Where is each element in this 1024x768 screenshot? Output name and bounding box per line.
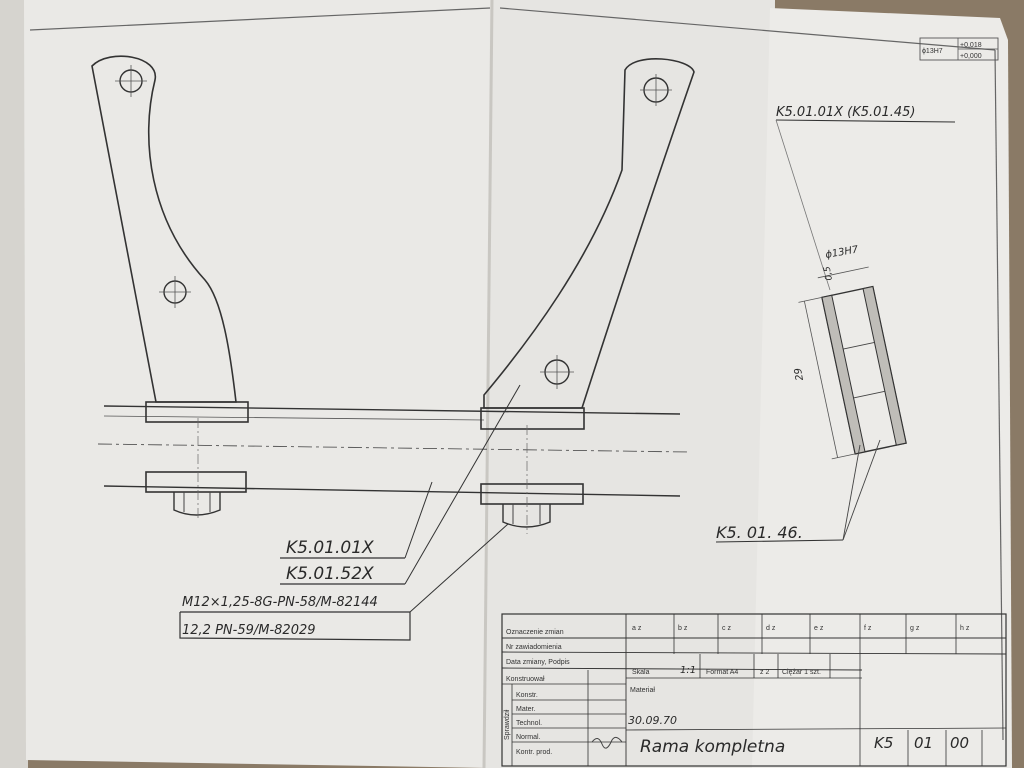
right-page — [484, 0, 775, 768]
nut-icon — [502, 504, 551, 528]
svg-text:Skala: Skala — [632, 669, 650, 676]
svg-text:Mater.: Mater. — [516, 706, 536, 713]
left-bracket-arm — [91, 55, 237, 403]
sleeve-detail — [798, 266, 907, 460]
svg-text:a z: a z — [632, 625, 642, 632]
tube-bottom-edge — [103, 485, 681, 497]
bolt-spec-label: M12×1,25-8G-PN-58/M-82144 — [182, 595, 378, 610]
frame-border-top-left — [29, 7, 491, 31]
tube-centerline — [97, 443, 691, 453]
svg-text:Sprawdził: Sprawdził — [504, 709, 511, 740]
drawing-date: 30.09.70 — [628, 714, 677, 727]
svg-text:Normal.: Normal. — [516, 734, 541, 741]
notice-header: Nr zawiadomienia — [506, 644, 562, 651]
svg-text:z 2: z 2 — [760, 669, 769, 676]
left-top-plate — [145, 401, 249, 423]
frame-border-right — [994, 49, 1004, 741]
svg-text:ϕ13H7: ϕ13H7 — [922, 48, 943, 55]
left-page — [24, 0, 495, 768]
svg-text:h z: h z — [960, 625, 970, 632]
svg-text:e z: e z — [814, 625, 824, 632]
svg-text:+0,000: +0,000 — [960, 53, 982, 60]
svg-text:Kontr. prod.: Kontr. prod. — [516, 749, 552, 756]
sleeve-header-label: K5.01.01X (K5.01.45) — [776, 105, 915, 120]
svg-text:+0,018: +0,018 — [960, 42, 982, 49]
svg-text:Konstr.: Konstr. — [516, 692, 538, 699]
drawing-number-part-2: 01 — [914, 734, 933, 752]
svg-text:d z: d z — [766, 625, 776, 632]
svg-text:c z: c z — [722, 625, 731, 632]
signature-icon — [591, 736, 623, 749]
changes-header: Oznaczenie zmian — [506, 629, 564, 636]
left-bottom-plate — [145, 471, 247, 493]
svg-text:Format A4: Format A4 — [706, 669, 738, 676]
svg-text:g z: g z — [910, 625, 920, 632]
right-bracket-arm — [483, 58, 695, 409]
length-dimension-label: 29 — [793, 367, 806, 381]
title-block: Oznaczenie zmian Nr zawiadomienia Data z… — [501, 613, 1007, 767]
book-left-edge — [0, 0, 30, 768]
page-crease — [482, 0, 494, 768]
drawing-title: Rama kompletna — [640, 737, 785, 757]
svg-text:Ciężar 1 szt.: Ciężar 1 szt. — [782, 669, 821, 676]
svg-text:Technol.: Technol. — [516, 720, 542, 727]
svg-text:Materiał: Materiał — [630, 687, 655, 694]
frame-border-top-right — [499, 7, 996, 51]
sleeve-part-label: K5. 01. 46. — [716, 523, 803, 542]
svg-text:f z: f z — [864, 625, 872, 632]
foldout-sheet — [752, 8, 1012, 768]
svg-text:Konstruował: Konstruował — [506, 676, 545, 683]
nut-icon — [173, 492, 221, 516]
part-frame-label: K5.01.01X — [286, 538, 374, 558]
svg-text:1:1: 1:1 — [680, 665, 696, 676]
right-bottom-plate — [480, 483, 584, 505]
date-header: Data zmiany, Podpis — [506, 659, 570, 666]
washer-spec-label: 12,2 PN-59/M-82029 — [182, 623, 316, 638]
drawing-number-part-3: 00 — [950, 734, 969, 752]
wall-dimension-label: 0,5 — [823, 265, 835, 281]
tolerance-box: ϕ13H7 +0,018 +0,000 — [919, 37, 999, 61]
svg-text:b z: b z — [678, 625, 688, 632]
right-top-plate — [480, 407, 585, 430]
drawing-number-part-1: K5 — [874, 734, 893, 752]
part-plate-label: K5.01.52X — [286, 564, 374, 584]
